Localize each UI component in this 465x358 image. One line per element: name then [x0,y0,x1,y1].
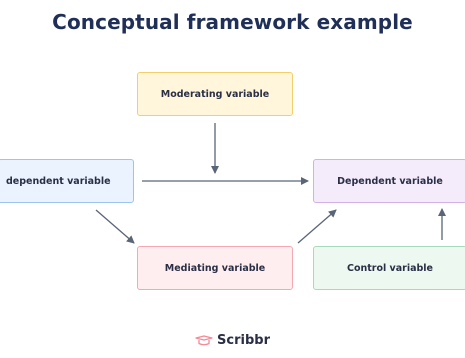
arrow-mediating-to-dependent [297,209,337,244]
diagram-title: Conceptual framework example [52,10,413,34]
brand-footer: Scribbr [0,333,465,348]
scribbr-logo-icon [195,334,213,345]
moderating-variable-label: Moderating variable [160,88,270,100]
control-variable-node: Control variable [313,246,465,290]
control-variable-label: Control variable [346,262,434,274]
dependent-variable-node: Dependent variable [313,159,465,203]
arrow-independent-to-mediating [95,209,135,244]
mediating-variable-node: Mediating variable [137,246,293,290]
independent-variable-label: dependent variable [6,175,111,187]
mediating-variable-label: Mediating variable [164,262,266,274]
brand-name: Scribbr [217,333,270,348]
dependent-variable-label: Dependent variable [337,175,443,187]
independent-variable-node: dependent variable [0,159,134,203]
moderating-variable-node: Moderating variable [137,72,293,116]
